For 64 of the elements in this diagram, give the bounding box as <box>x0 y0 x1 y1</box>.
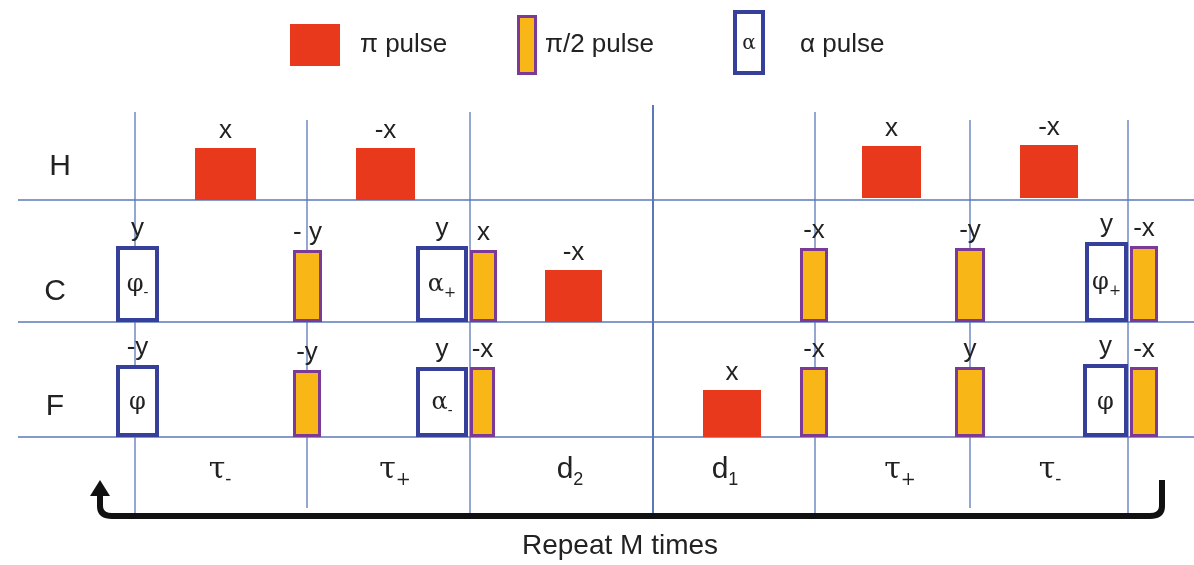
half-pi-pulse-bar <box>1130 246 1158 322</box>
half-pi-pulse-bar <box>800 248 828 322</box>
phase-label: - y <box>293 218 322 244</box>
phase-label: -x <box>1133 335 1155 361</box>
pulse-label: α$_{+}$ <box>427 268 457 300</box>
pulse-label: φ$_{+}$ <box>1092 266 1121 298</box>
half-pi-pulse-bar <box>955 367 985 437</box>
phase-label: -x <box>1038 113 1060 139</box>
phase-label: x <box>725 358 739 384</box>
channel-label: H <box>49 150 71 180</box>
delay-label: d$_{1}$ <box>711 452 739 488</box>
half-pi-pulse-bar <box>955 248 985 322</box>
delay-label: τ$_{-}$ <box>1038 452 1062 488</box>
phase-label: -y <box>959 216 981 242</box>
pulse-label: φ <box>1097 386 1114 415</box>
pulse-label: φ <box>129 387 146 415</box>
phase-label: y <box>131 214 144 240</box>
phase-label: y <box>435 335 449 361</box>
pi-pulse-block <box>862 146 921 198</box>
half-pi-pulse-bar <box>293 250 322 322</box>
phase-label: -y <box>296 338 318 364</box>
phase-label: x <box>477 218 490 244</box>
phase-label: -x <box>1133 214 1155 240</box>
delay-label: d$_{2}$ <box>556 452 584 488</box>
pi-pulse-block <box>195 148 256 200</box>
alpha-pulse-box <box>116 246 159 322</box>
alpha-pulse-box <box>416 246 468 322</box>
pulse-label: α$_{-}$ <box>431 386 453 418</box>
half-pi-pulse-bar <box>470 367 495 437</box>
channel-label: F <box>45 390 65 420</box>
phase-label: -x <box>374 116 397 142</box>
phase-label: -x <box>471 335 494 361</box>
phase-label: x <box>885 114 898 140</box>
alpha-pulse-box <box>1085 242 1128 322</box>
pulse-label: φ$_{-}$ <box>126 268 149 300</box>
channel-label: C <box>44 275 66 305</box>
pi-pulse-block <box>1020 145 1078 198</box>
legend-label: π pulse <box>360 30 448 56</box>
pi-pulse-block <box>356 148 415 200</box>
delay-label: τ$_{-}$ <box>208 452 232 488</box>
phase-label: x <box>219 116 232 142</box>
delay-label: τ$_{+}$ <box>884 452 916 488</box>
phase-label: -x <box>803 335 825 361</box>
legend-label: α pulse <box>800 30 885 56</box>
delay-label: τ$_{+}$ <box>379 452 411 488</box>
phase-label: y <box>1099 332 1112 358</box>
phase-label: -x <box>803 216 825 242</box>
repeat-label: Repeat M times <box>521 531 719 559</box>
alpha-pulse-box <box>116 365 159 437</box>
pi-pulse-block <box>545 270 602 322</box>
half-pi-pulse-bar <box>470 250 497 322</box>
legend-label: π/2 pulse <box>545 30 654 56</box>
alpha-pulse-box <box>1083 364 1128 437</box>
alpha-pulse-box <box>416 367 468 437</box>
half-pi-pulse-bar <box>800 367 828 437</box>
phase-label: -x <box>562 238 585 264</box>
phase-label: y <box>435 214 449 240</box>
phase-label: -y <box>126 333 149 359</box>
legend-symbol: α <box>742 32 756 52</box>
phase-label: y <box>1100 210 1113 236</box>
half-pi-pulse-bar <box>293 370 321 437</box>
phase-label: y <box>963 335 977 361</box>
pi-pulse-block <box>703 390 761 437</box>
half-pi-pulse-bar <box>1130 367 1158 437</box>
